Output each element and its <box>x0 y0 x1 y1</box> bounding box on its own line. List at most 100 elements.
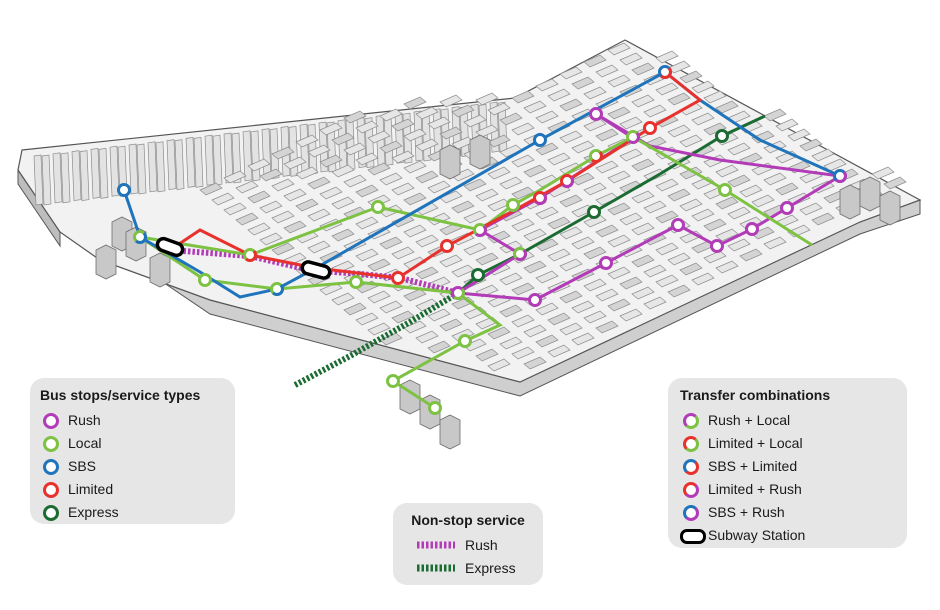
building-block <box>487 358 511 372</box>
building-block <box>391 182 415 196</box>
building-block <box>463 178 487 192</box>
building-block <box>763 108 787 122</box>
building-block <box>583 182 607 196</box>
building-block <box>355 248 379 262</box>
building-block <box>583 118 607 132</box>
building-block <box>607 170 631 184</box>
building-block <box>439 318 463 332</box>
building-block <box>499 176 523 190</box>
legend-item-subway: Subway Station <box>680 523 897 546</box>
building-block <box>403 224 427 238</box>
building-block <box>667 92 691 106</box>
legend-nonstop-service: Non-stop service Rush Express <box>393 503 543 585</box>
bus-stop <box>533 133 547 147</box>
tall-building <box>839 184 861 220</box>
building-block <box>231 132 242 184</box>
building-block <box>235 212 259 226</box>
building-block <box>79 150 90 202</box>
building-block <box>667 284 691 298</box>
subway-stations <box>155 236 332 280</box>
building-block <box>667 60 691 74</box>
legend-nonstop-title: Non-stop service <box>411 512 525 528</box>
route-express-nonstop <box>293 290 460 388</box>
transfer-stop-half <box>515 249 527 261</box>
building-block <box>463 210 487 224</box>
building-block <box>174 139 185 191</box>
building-block <box>223 202 247 216</box>
bus-stop <box>715 129 729 143</box>
bus-stop <box>718 183 732 197</box>
building-block <box>345 119 356 171</box>
building-block <box>511 282 535 296</box>
building-block <box>691 80 715 94</box>
building-block <box>643 264 667 278</box>
building-block <box>595 288 619 302</box>
building-block <box>451 200 475 214</box>
building-block <box>71 150 82 202</box>
building-block <box>571 300 595 314</box>
building-block <box>511 346 535 360</box>
sbs-stop-icon <box>43 458 59 475</box>
building-block <box>343 142 367 156</box>
bus-stop <box>671 218 685 232</box>
rush-dashed-line-icon <box>417 541 455 548</box>
building-block <box>619 116 643 130</box>
building-block <box>128 143 139 195</box>
building-block <box>523 356 547 370</box>
transfer-stop-half <box>535 193 547 205</box>
building-block <box>271 146 295 160</box>
building-block <box>475 188 499 202</box>
building-block <box>331 132 355 146</box>
building-block <box>643 104 667 118</box>
building-block <box>523 164 547 178</box>
building-block <box>643 296 667 310</box>
building-block <box>331 228 355 242</box>
legend-item-nonstop-express: Express <box>403 556 533 579</box>
building-block <box>307 208 331 222</box>
legend-label: SBS <box>68 457 97 474</box>
building-blocks <box>33 42 907 450</box>
building-block <box>403 160 427 174</box>
building-block <box>319 154 343 168</box>
building-block <box>547 88 571 102</box>
building-block <box>655 274 679 288</box>
building-block <box>703 250 727 264</box>
building-block <box>667 188 691 202</box>
building-block <box>319 186 343 200</box>
building-block <box>559 290 583 304</box>
building-block <box>535 302 559 316</box>
express-dashed-line-icon <box>417 564 455 571</box>
building-block <box>739 184 763 198</box>
legend-item-express: Express <box>40 500 225 523</box>
building-block <box>391 246 415 260</box>
legend-label: SBS + Limited <box>708 457 798 474</box>
tall-building <box>469 134 491 170</box>
building-block <box>763 236 787 250</box>
building-block <box>715 196 739 210</box>
building-block <box>166 139 177 191</box>
building-block <box>367 290 391 304</box>
building-block <box>319 122 343 136</box>
sbs-limited-transfer-icon <box>683 458 699 475</box>
building-block <box>487 230 511 244</box>
building-block <box>415 234 439 248</box>
building-block <box>583 86 607 100</box>
building-block <box>571 76 595 90</box>
building-block <box>415 170 439 184</box>
legend-item-nonstop-rush: Rush <box>403 533 533 556</box>
bus-stop <box>391 271 405 285</box>
bus-stop <box>471 268 485 282</box>
legend-label: Limited + Local <box>708 434 803 451</box>
building-block <box>259 200 283 214</box>
building-block <box>631 94 655 108</box>
building-block <box>655 178 679 192</box>
building-block <box>571 172 595 186</box>
building-block <box>415 106 439 120</box>
legend-item-rush: Rush <box>40 408 225 431</box>
tall-building <box>439 144 461 180</box>
tall-building <box>879 190 901 226</box>
building-block <box>271 210 295 224</box>
building-block <box>223 170 247 184</box>
building-block <box>379 172 403 186</box>
building-block <box>212 134 223 186</box>
